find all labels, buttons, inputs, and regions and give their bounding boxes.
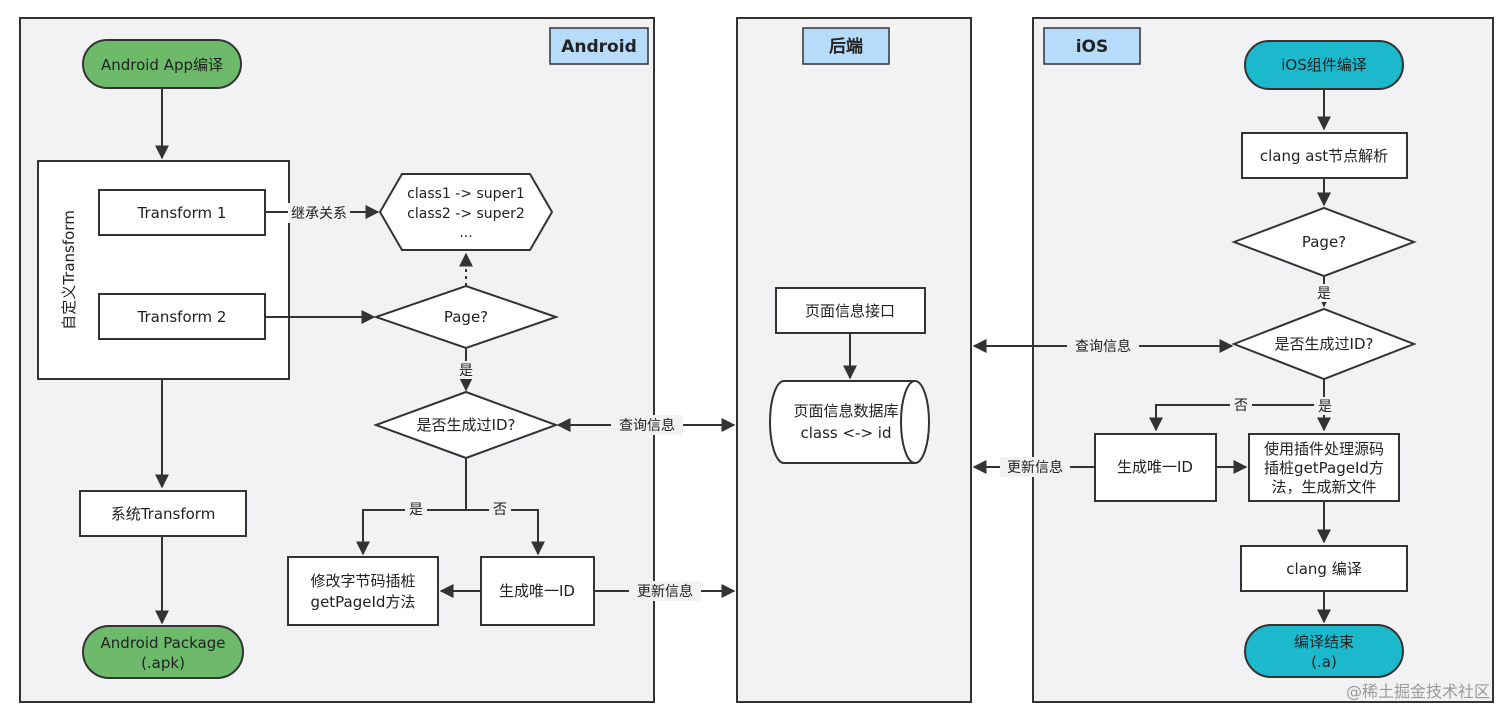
android-query-label: 查询信息 xyxy=(619,417,675,434)
svg-text:getPageId方法: getPageId方法 xyxy=(311,593,416,611)
svg-text:Android Package: Android Package xyxy=(101,634,226,652)
inherit-label: 继承关系 xyxy=(291,206,347,222)
svg-text:生成唯一ID: 生成唯一ID xyxy=(1117,458,1193,476)
ios-yes-label-1: 是 xyxy=(1317,286,1331,302)
svg-text:页面信息数据库: 页面信息数据库 xyxy=(793,402,898,420)
svg-text:...: ... xyxy=(459,225,472,241)
backend-api-node: 页面信息接口 xyxy=(775,287,926,334)
android-update-label: 更新信息 xyxy=(637,583,693,600)
ios-query-label: 查询信息 xyxy=(1075,338,1131,355)
svg-text:Android App编译: Android App编译 xyxy=(101,56,223,74)
modify-bytecode-node: 修改字节码插桩 getPageId方法 xyxy=(287,556,439,626)
custom-transform-label: 自定义Transform xyxy=(60,210,78,330)
svg-text:生成唯一ID: 生成唯一ID xyxy=(499,582,575,600)
svg-text:Page?: Page? xyxy=(1302,233,1346,251)
svg-text:class2 -> super2: class2 -> super2 xyxy=(407,206,525,222)
system-transform-node: 系统Transform xyxy=(79,490,247,537)
ios-id-decision: 是否生成过ID? xyxy=(1231,307,1417,381)
ios-gen-id-node: 生成唯一ID xyxy=(1094,433,1217,502)
svg-text:clang 编译: clang 编译 xyxy=(1286,560,1361,578)
ios-no-label: 否 xyxy=(1234,398,1248,414)
svg-text:页面信息接口: 页面信息接口 xyxy=(805,302,895,320)
ios-page-decision: Page? xyxy=(1231,206,1417,278)
ios-lane-title: iOS xyxy=(1076,37,1109,57)
android-yes-label-2: 是 xyxy=(409,502,423,518)
svg-text:clang ast节点解析: clang ast节点解析 xyxy=(1260,147,1388,165)
ios-lane xyxy=(1032,17,1494,703)
svg-text:系统Transform: 系统Transform xyxy=(111,505,216,523)
svg-text:是否生成过ID?: 是否生成过ID? xyxy=(417,416,516,434)
svg-text:Transform 1: Transform 1 xyxy=(137,204,227,222)
backend-database-node: 页面信息数据库 class <-> id xyxy=(769,380,930,464)
svg-text:iOS组件编译: iOS组件编译 xyxy=(1281,56,1367,74)
android-no-label: 否 xyxy=(493,502,507,518)
svg-text:class <-> id: class <-> id xyxy=(800,424,891,442)
backend-lane-title: 后端 xyxy=(829,36,863,57)
android-package-node: Android Package (.apk) xyxy=(82,625,244,679)
svg-text:Transform 2: Transform 2 xyxy=(137,308,227,326)
backend-lane xyxy=(736,17,972,703)
android-lane-title: Android xyxy=(561,37,637,57)
svg-text:(.a): (.a) xyxy=(1311,653,1337,671)
svg-text:法，生成新文件: 法，生成新文件 xyxy=(1271,478,1376,496)
android-gen-id-node: 生成唯一ID xyxy=(480,556,595,626)
ios-yes-label-2: 是 xyxy=(1318,399,1332,415)
svg-text:编译结束: 编译结束 xyxy=(1294,633,1354,651)
watermark: @稀土掘金技术社区 xyxy=(1346,682,1490,701)
ios-end-node: 编译结束 (.a) xyxy=(1244,624,1404,678)
transform-1-node: Transform 1 xyxy=(98,189,266,236)
ios-clang-compile-node: clang 编译 xyxy=(1240,545,1408,592)
svg-text:是否生成过ID?: 是否生成过ID? xyxy=(1275,335,1374,353)
svg-text:修改字节码插桩: 修改字节码插桩 xyxy=(310,572,415,590)
svg-text:(.apk): (.apk) xyxy=(141,654,185,672)
ios-compile-node: iOS组件编译 xyxy=(1244,40,1404,90)
android-page-decision: Page? xyxy=(372,284,560,350)
ios-plugin-node: 使用插件处理源码 插桩getPageId方 法，生成新文件 xyxy=(1248,433,1400,502)
svg-text:插桩getPageId方: 插桩getPageId方 xyxy=(1264,459,1384,477)
svg-text:class1 -> super1: class1 -> super1 xyxy=(407,186,525,202)
backend-lane-badge: 后端 xyxy=(802,27,890,65)
ios-lane-badge: iOS xyxy=(1043,27,1141,65)
android-lane-badge: Android xyxy=(549,27,649,65)
ios-update-label: 更新信息 xyxy=(1007,459,1063,476)
android-yes-label-1: 是 xyxy=(459,363,473,379)
android-id-decision: 是否生成过ID? xyxy=(373,390,559,460)
edge-ios-idq-no xyxy=(1149,404,1324,432)
class-map-hexagon: class1 -> super1 class2 -> super2 ... xyxy=(378,173,554,251)
android-app-compile-node: Android App编译 xyxy=(82,39,242,89)
transform-2-node: Transform 2 xyxy=(98,293,266,340)
svg-text:使用插件处理源码: 使用插件处理源码 xyxy=(1264,440,1384,458)
ios-ast-node: clang ast节点解析 xyxy=(1241,132,1408,179)
svg-text:Page?: Page? xyxy=(444,308,488,326)
